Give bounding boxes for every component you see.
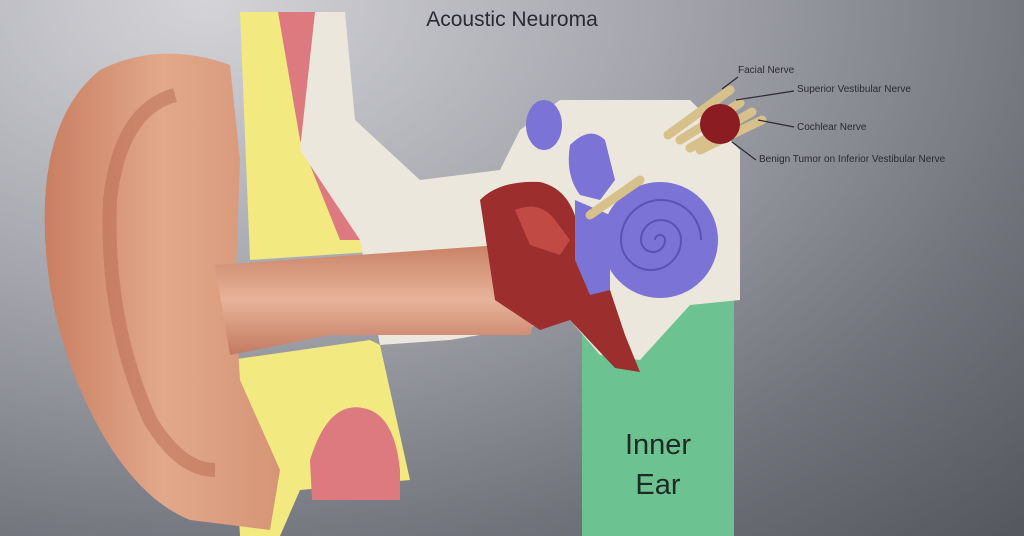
tumor [700, 104, 740, 144]
vestibule-body [575, 200, 610, 295]
label-tumor: Benign Tumor on Inferior Vestibular Nerv… [759, 154, 946, 165]
ear-canal [215, 245, 540, 355]
inner-ear-label-line2: Ear [635, 469, 681, 501]
label-superior-vestibular-nerve: Superior Vestibular Nerve [797, 84, 911, 95]
label-facial-nerve: Facial Nerve [738, 65, 795, 76]
auricle [44, 53, 280, 531]
label-leaders [721, 76, 795, 161]
label-cochlear-nerve: Cochlear Nerve [797, 122, 867, 133]
inner-ear-label-line1: Inner [624, 429, 692, 461]
auricle-fold [102, 88, 216, 477]
inner-ear-label: Inner Ear [582, 425, 734, 505]
middle-ear [480, 181, 640, 372]
lower-cartilage [310, 407, 400, 500]
diagram-title: Acoustic Neuroma [426, 8, 598, 31]
cochlea-spiral [619, 199, 702, 271]
vestibule [526, 100, 562, 150]
semicircular-canals [568, 133, 615, 200]
ossicles [515, 206, 570, 255]
